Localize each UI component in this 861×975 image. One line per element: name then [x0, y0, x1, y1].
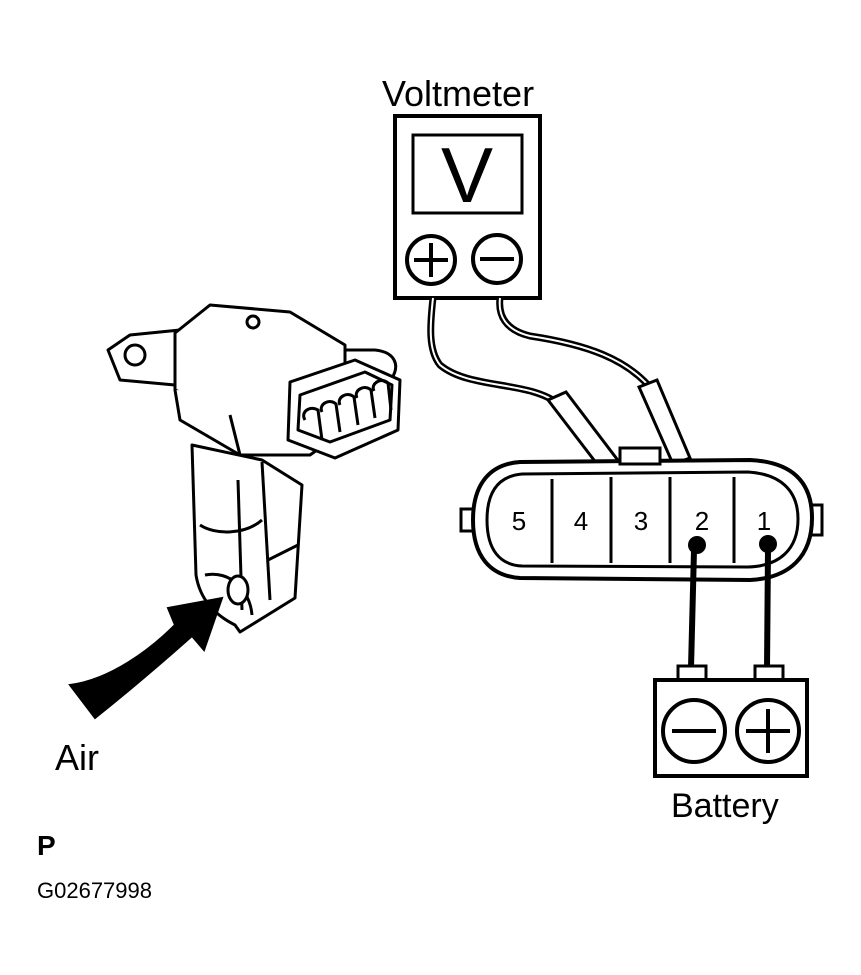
corner-letter: P [37, 830, 56, 861]
air-label: Air [55, 737, 99, 778]
connector-terminal-4: 4 [574, 506, 588, 536]
connector-terminal-1: 1 [757, 506, 771, 536]
voltmeter: V [393, 114, 542, 300]
connector-terminal-2: 2 [695, 506, 709, 536]
voltmeter-positive-terminal [405, 234, 457, 286]
battery-label: Battery [671, 787, 779, 825]
voltmeter-leads [427, 297, 651, 408]
battery-positive-lead-wire [764, 549, 771, 669]
voltmeter-display [411, 133, 524, 215]
battery-negative-terminal [661, 698, 727, 764]
voltmeter-negative-terminal [471, 233, 523, 285]
connector-terminal-3: 3 [634, 506, 648, 536]
air-flow-sensor [106, 303, 402, 634]
connector-terminal-5: 5 [512, 506, 526, 536]
battery-positive-terminal [735, 698, 801, 764]
positive-lead-wire [427, 297, 563, 408]
battery-leads [688, 549, 771, 669]
voltmeter-label: Voltmeter [382, 73, 534, 114]
battery-negative-lead-wire [688, 549, 697, 669]
negative-lead-wire [496, 297, 651, 388]
terminal-2-connection-dot [688, 536, 706, 554]
terminal-1-connection-dot [759, 535, 777, 553]
voltmeter-symbol: V [441, 131, 493, 219]
airflow-arrow-icon [68, 596, 224, 720]
battery [653, 664, 809, 778]
sensor-connector: 5 4 3 2 1 [459, 446, 824, 583]
figure-code: G02677998 [37, 878, 152, 903]
